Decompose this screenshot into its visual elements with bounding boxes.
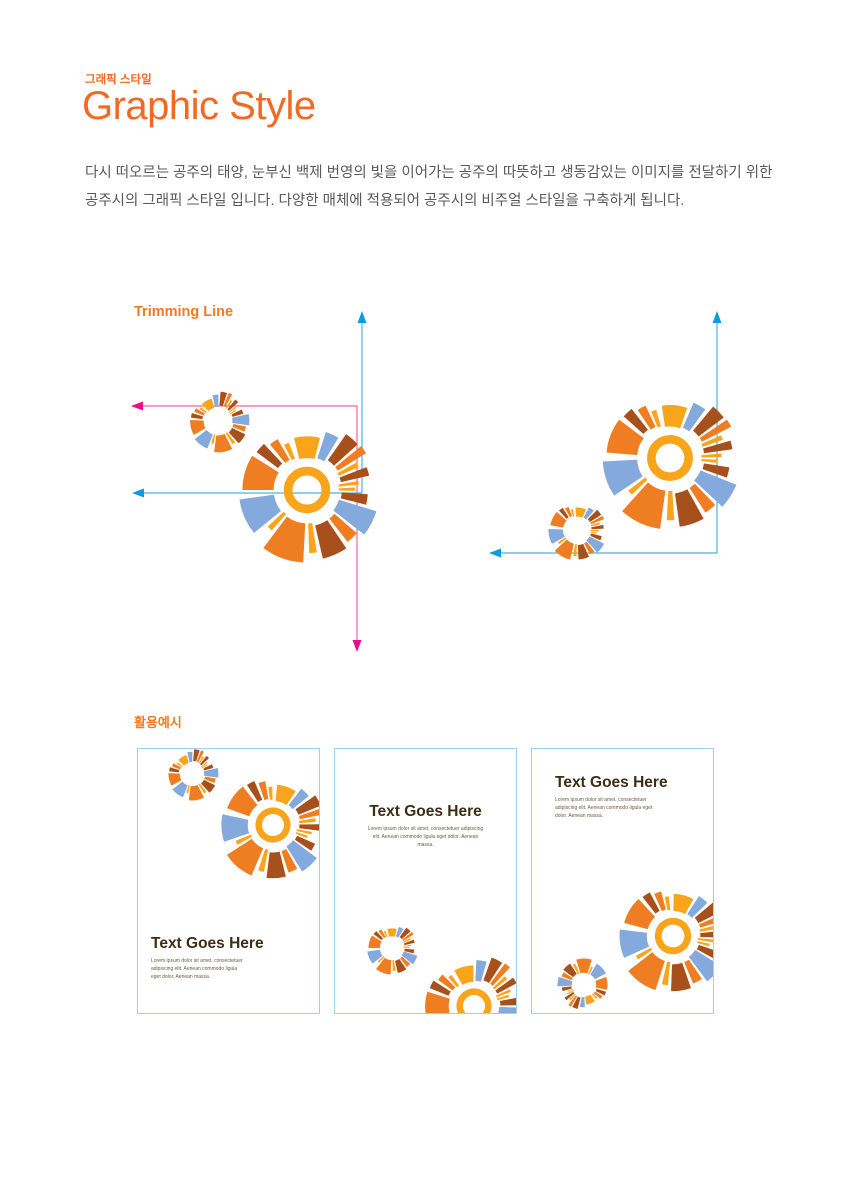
cyan-arrow-up-icon <box>357 311 367 323</box>
cyan-arrow-left-icon <box>132 488 144 498</box>
usage-card-2: Text Goes Here Lorem ipsum dolor sit ame… <box>334 748 517 1014</box>
card3-heading: Text Goes Here <box>555 774 668 791</box>
cyan-arrow-left-icon-2 <box>489 548 501 558</box>
usage-examples-label: 활용예시 <box>134 715 182 730</box>
card3-body-text: Lorem ipsum dolor sit amet, consectetuer… <box>555 797 653 819</box>
card1-body-text: Lorem ipsum dolor sit amet, consectetuer… <box>151 958 243 980</box>
trimming-line-label: Trimming Line <box>134 304 234 320</box>
sunburst-large-left-diagram <box>239 432 377 563</box>
sunburst-large-card1 <box>221 781 319 879</box>
sunburst-large-card3 <box>619 891 713 992</box>
sunburst-small-card2 <box>367 926 418 975</box>
sunburst-large-card2 <box>425 957 516 1013</box>
page-description: 다시 떠오르는 공주의 태양, 눈부신 백제 번영의 빛을 이어가는 공주의 따… <box>85 165 773 209</box>
page-title: Graphic Style <box>82 84 316 128</box>
sunburst-small-card1 <box>168 749 219 801</box>
card2-text-block: Text Goes Here Lorem ipsum dolor sit ame… <box>335 803 516 849</box>
sunburst-small-card3 <box>557 958 608 1010</box>
card1-heading: Text Goes Here <box>151 935 264 952</box>
sunburst-small-right-diagram <box>548 506 605 560</box>
card3-text-block: Text Goes Here Lorem ipsum dolor sit ame… <box>555 774 680 820</box>
card2-heading: Text Goes Here <box>369 803 482 820</box>
card2-body-text: Lorem ipsum dolor sit amet, consectetuer… <box>367 826 484 848</box>
usage-cards-row: Text Goes Here Lorem ipsum dolor sit ame… <box>137 748 714 1014</box>
cyan-arrow-up-icon-2 <box>712 311 722 323</box>
card1-text-block: Text Goes Here Lorem ipsum dolor sit ame… <box>151 935 279 981</box>
magenta-arrow-down-icon <box>352 640 362 652</box>
page-eyebrow: 그래픽 스타일 <box>85 74 152 86</box>
sunburst-large-right-diagram <box>602 402 737 529</box>
magenta-arrow-left-icon <box>131 401 143 411</box>
usage-card-3: Text Goes Here Lorem ipsum dolor sit ame… <box>531 748 714 1014</box>
usage-card-1: Text Goes Here Lorem ipsum dolor sit ame… <box>137 748 320 1014</box>
sunburst-small-left-diagram <box>190 391 250 453</box>
